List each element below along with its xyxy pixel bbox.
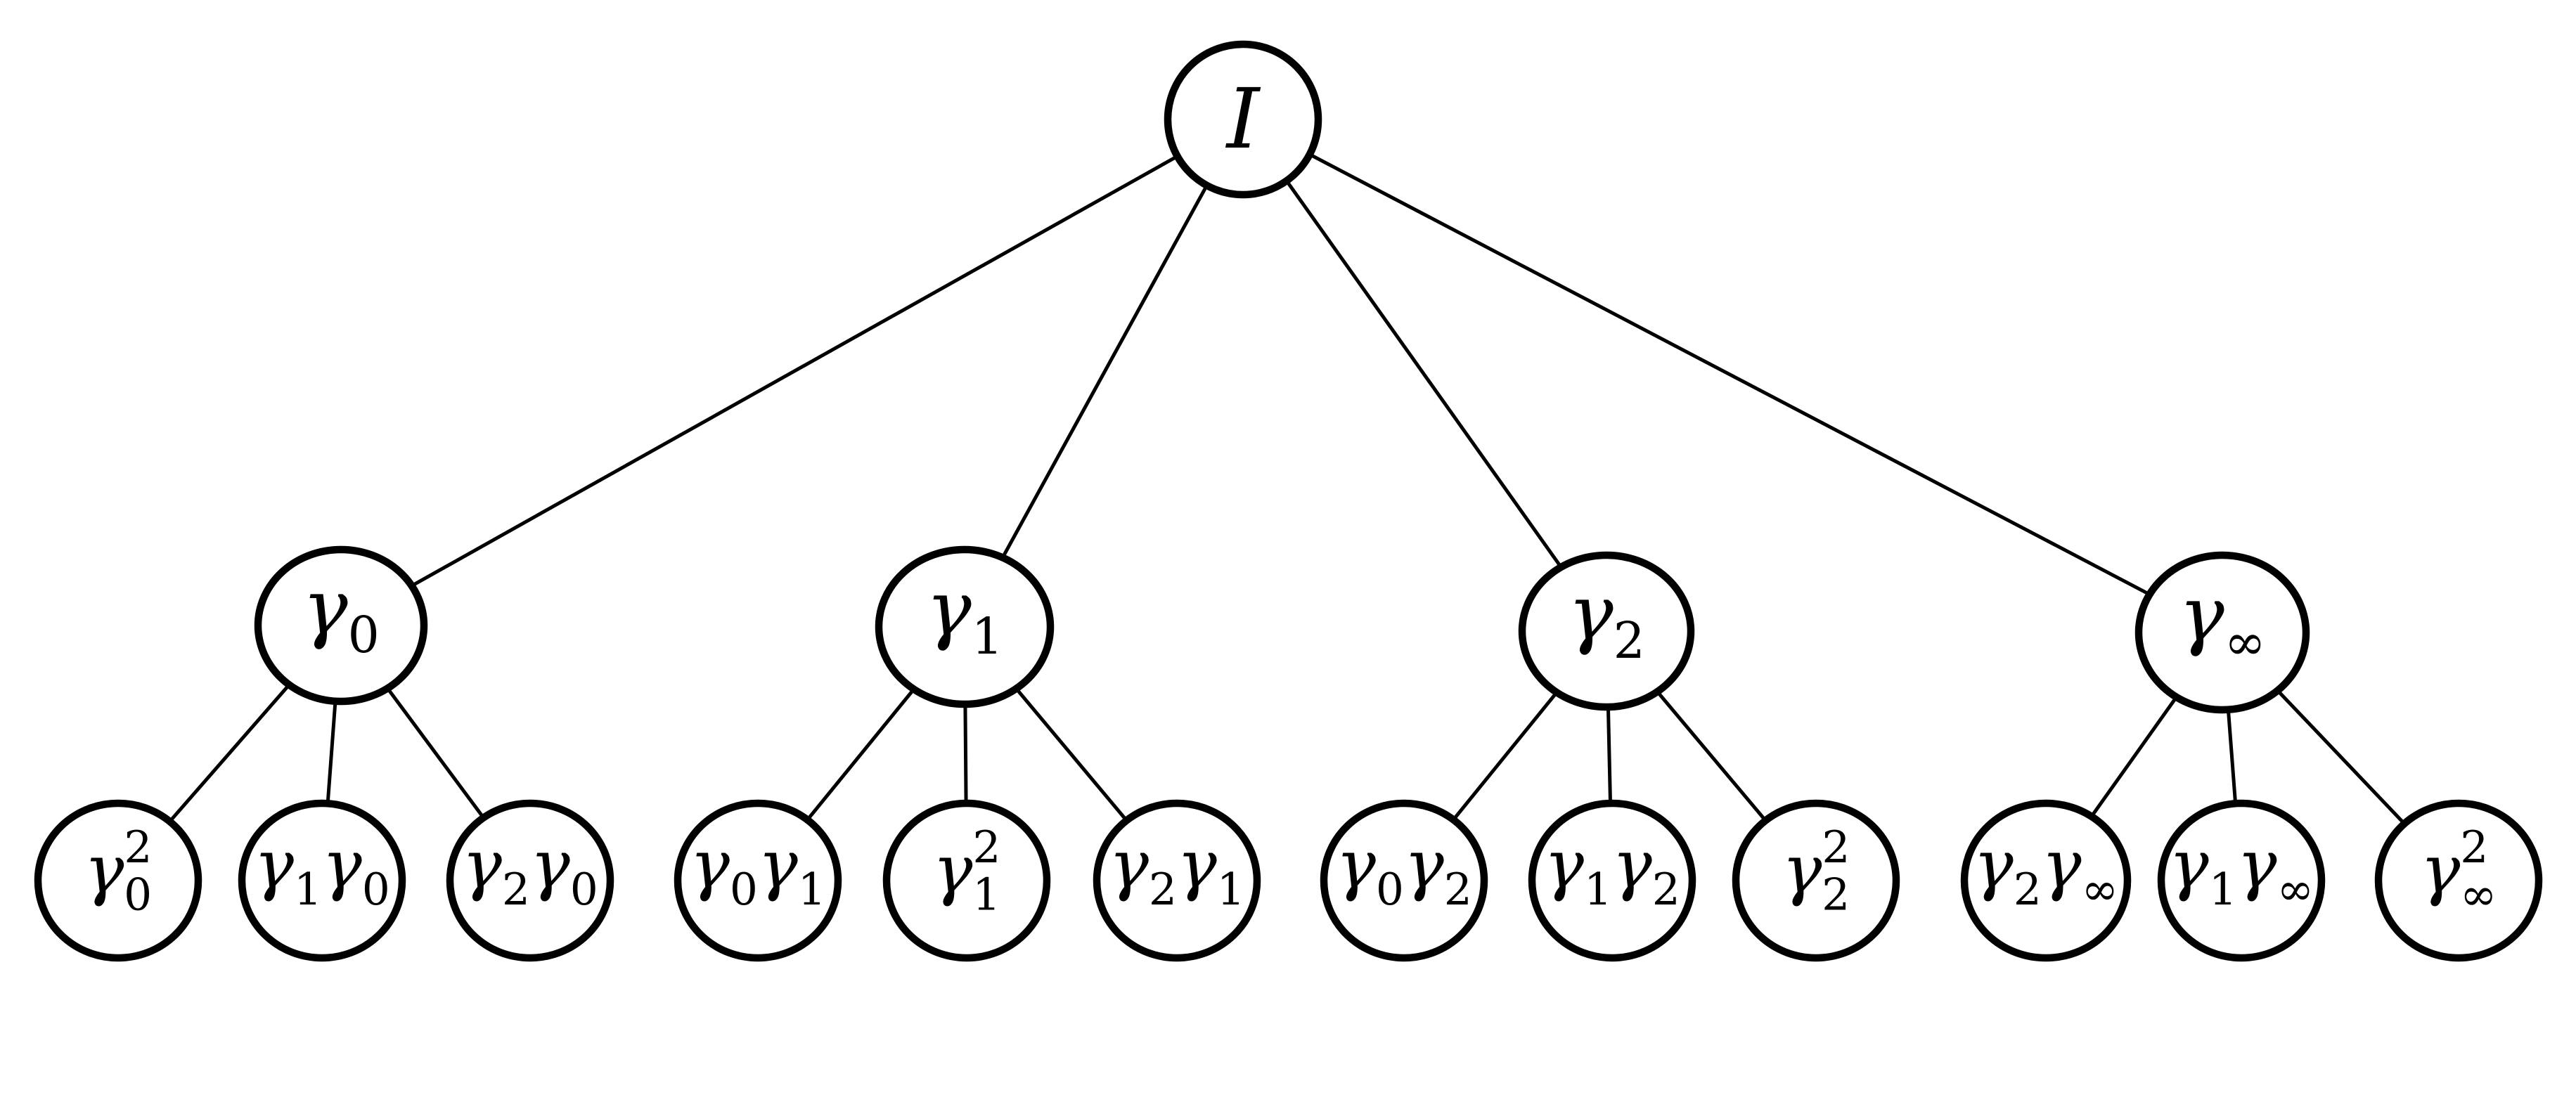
node-circle-gamma-1-squared [882, 799, 1051, 962]
node-label-gamma-2-gamma-0: γ2γ0 [462, 826, 598, 915]
node-label-gamma-2: γ2 [1568, 569, 1645, 670]
node-circle-gamma-2 [1518, 551, 1695, 711]
node-identity-root: I [1164, 40, 1322, 199]
edge-identity-root-to-gamma-0 [340, 117, 1244, 628]
node-gamma-0: γ0 [254, 545, 428, 706]
node-gamma-1-gamma-0: γ1γ0 [238, 799, 406, 962]
node-gamma-0-gamma-1: γ0γ1 [674, 799, 842, 962]
node-label-identity-root: I [1225, 70, 1261, 167]
node-gamma-2-gamma-0: γ2γ0 [446, 799, 614, 962]
node-label-gamma-inf: γ∞ [2179, 571, 2266, 671]
node-circle-gamma-1-gamma-inf [2157, 799, 2326, 962]
edge-identity-root-to-gamma-2 [1241, 118, 1609, 633]
node-label-gamma-0-gamma-1: γ0γ1 [690, 826, 826, 915]
node-label-gamma-2-gamma-1: γ2γ1 [1109, 826, 1245, 915]
node-circle-gamma-2-squared [1732, 799, 1900, 962]
node-label-gamma-2-gamma-inf: γ2γ∞ [1973, 826, 2118, 915]
node-circle-gamma-0-gamma-1 [674, 799, 842, 962]
node-circle-gamma-2-gamma-0 [446, 799, 614, 962]
node-gamma-1-gamma-inf: γ1γ∞ [2157, 799, 2326, 962]
node-gamma-2-gamma-inf: γ2γ∞ [1960, 799, 2132, 962]
node-circle-identity-root [1164, 40, 1322, 199]
node-gamma-0-gamma-2: γ0γ2 [1320, 799, 1488, 962]
node-gamma-2-gamma-1: γ2γ1 [1093, 799, 1261, 962]
node-circle-gamma-inf-squared [2374, 799, 2543, 962]
node-gamma-inf: γ∞ [2134, 551, 2310, 714]
edge-identity-root-to-gamma-1 [962, 118, 1245, 628]
edge-identity-root-to-gamma-inf [1242, 117, 2224, 635]
node-circle-gamma-0-squared [34, 799, 202, 962]
node-circle-gamma-1-gamma-2 [1528, 799, 1696, 962]
node-gamma-2: γ2 [1518, 551, 1695, 711]
node-gamma-inf-squared: γ2∞ [2374, 799, 2543, 962]
node-circle-gamma-0-gamma-2 [1320, 799, 1488, 962]
node-label-gamma-inf-squared: γ2∞ [2420, 822, 2497, 921]
node-label-gamma-1-gamma-0: γ1γ0 [254, 826, 390, 915]
node-circle-gamma-2-gamma-1 [1093, 799, 1261, 962]
node-circle-gamma-inf [2134, 551, 2310, 714]
node-label-gamma-1-gamma-inf: γ1γ∞ [2169, 826, 2314, 915]
node-gamma-1-gamma-2: γ1γ2 [1528, 799, 1696, 962]
node-circle-gamma-1-gamma-0 [238, 799, 406, 962]
node-label-gamma-1-gamma-2: γ1γ2 [1544, 826, 1680, 915]
node-label-gamma-0: γ0 [302, 564, 380, 664]
node-label-gamma-0-gamma-2: γ0γ2 [1336, 826, 1472, 915]
node-circle-gamma-0 [254, 545, 428, 706]
node-gamma-1: γ1 [875, 545, 1055, 708]
node-circle-gamma-1 [875, 545, 1055, 708]
node-circle-gamma-2-gamma-inf [1960, 799, 2132, 962]
node-label-gamma-1: γ1 [926, 565, 1003, 666]
